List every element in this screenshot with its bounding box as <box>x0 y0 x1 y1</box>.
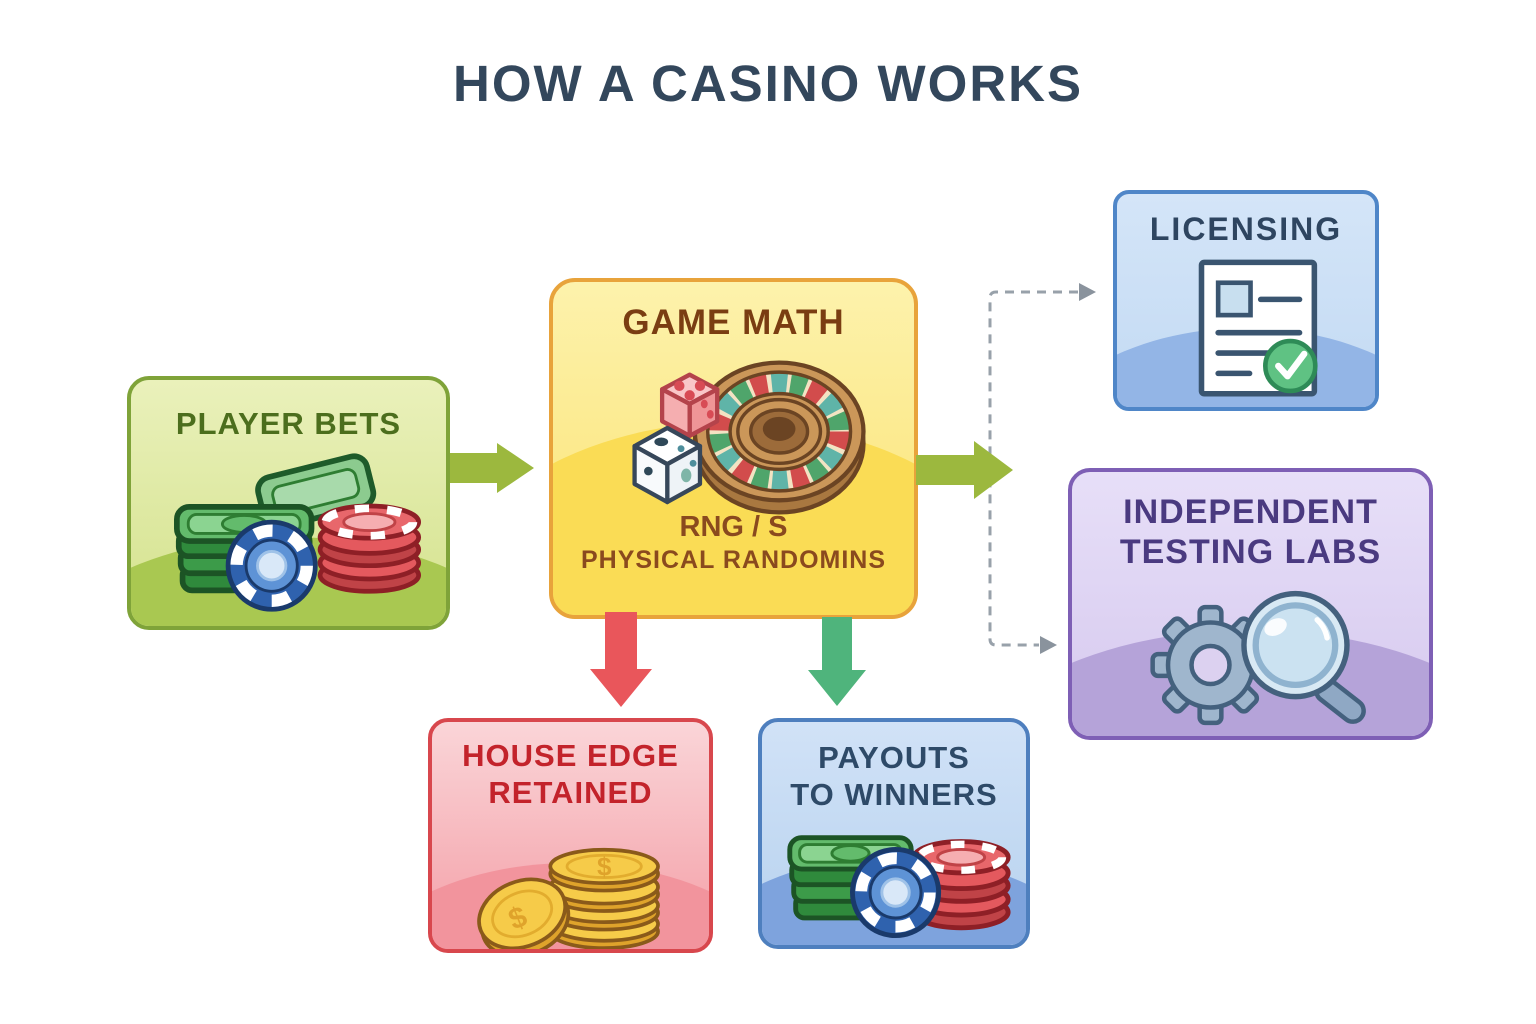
node-licensing: LICENSING <box>1113 190 1379 411</box>
game-math-subtitle-line2: PHYSICAL RANDOMINS <box>580 546 887 574</box>
house-edge-label: HOUSE EDGE RETAINED <box>432 738 709 811</box>
node-house-edge: HOUSE EDGE RETAINED $ $ <box>428 718 713 953</box>
game-math-label: GAME MATH <box>622 303 845 342</box>
white-die <box>632 425 703 505</box>
player-bets-label: PLAYER BETS <box>175 406 402 441</box>
arrow-bets-to-math <box>450 443 534 493</box>
gear-and-magnifier-icon <box>1150 590 1366 726</box>
check-circle-icon <box>1263 338 1318 394</box>
gear-icon <box>1150 604 1271 726</box>
dice-and-roulette-icon <box>632 360 866 515</box>
node-player-bets: PLAYER BETS <box>127 376 450 630</box>
payouts-label-line2: TO WINNERS <box>790 776 998 812</box>
dollar-symbol: $ <box>597 852 612 882</box>
license-document-check-icon <box>1198 259 1318 397</box>
licensing-label: LICENSING <box>1149 211 1343 247</box>
node-payouts: PAYOUTS TO WINNERS <box>758 718 1030 949</box>
right-arrow-icon <box>916 441 1013 499</box>
down-arrow-icon <box>590 612 652 707</box>
pink-die <box>659 372 720 438</box>
testing-labs-label: INDEPENDENT TESTING LABS <box>1072 492 1429 572</box>
magnifier-icon <box>1241 590 1366 724</box>
diagram-title: HOW A CASINO WORKS <box>452 55 1084 112</box>
leaning-coin <box>477 877 571 949</box>
banknotes-and-chips-icon <box>174 453 422 612</box>
arrow-math-to-house-edge <box>590 612 652 707</box>
down-arrow-icon <box>808 617 866 706</box>
node-game-math: GAME MATH <box>549 278 918 619</box>
roulette-wheel <box>692 360 866 515</box>
arrowhead-to-testing-labs <box>1040 636 1057 654</box>
house-edge-label-line2: RETAINED <box>488 774 653 810</box>
banknotes-and-chips-icon <box>787 835 1011 939</box>
payouts-label-line1: PAYOUTS <box>818 740 970 775</box>
red-chip-stack <box>317 503 422 594</box>
blue-chip <box>225 519 318 612</box>
payouts-label: PAYOUTS TO WINNERS <box>762 740 1026 813</box>
gold-coins-icon: $ $ <box>477 847 660 949</box>
house-edge-label-line1: HOUSE EDGE <box>462 738 679 773</box>
blue-chip <box>850 846 942 939</box>
arrowhead-to-licensing <box>1079 283 1096 301</box>
right-arrow-icon <box>450 443 534 493</box>
node-testing-labs: INDEPENDENT TESTING LABS <box>1068 468 1433 740</box>
testing-labs-label-line2: TESTING LABS <box>1119 533 1382 572</box>
testing-labs-label-line1: INDEPENDENT <box>1123 493 1378 531</box>
arrow-math-to-payouts <box>808 617 866 706</box>
arrow-math-to-oversight <box>916 441 1013 499</box>
game-math-subtitle-line1: RNG / S <box>679 511 788 543</box>
